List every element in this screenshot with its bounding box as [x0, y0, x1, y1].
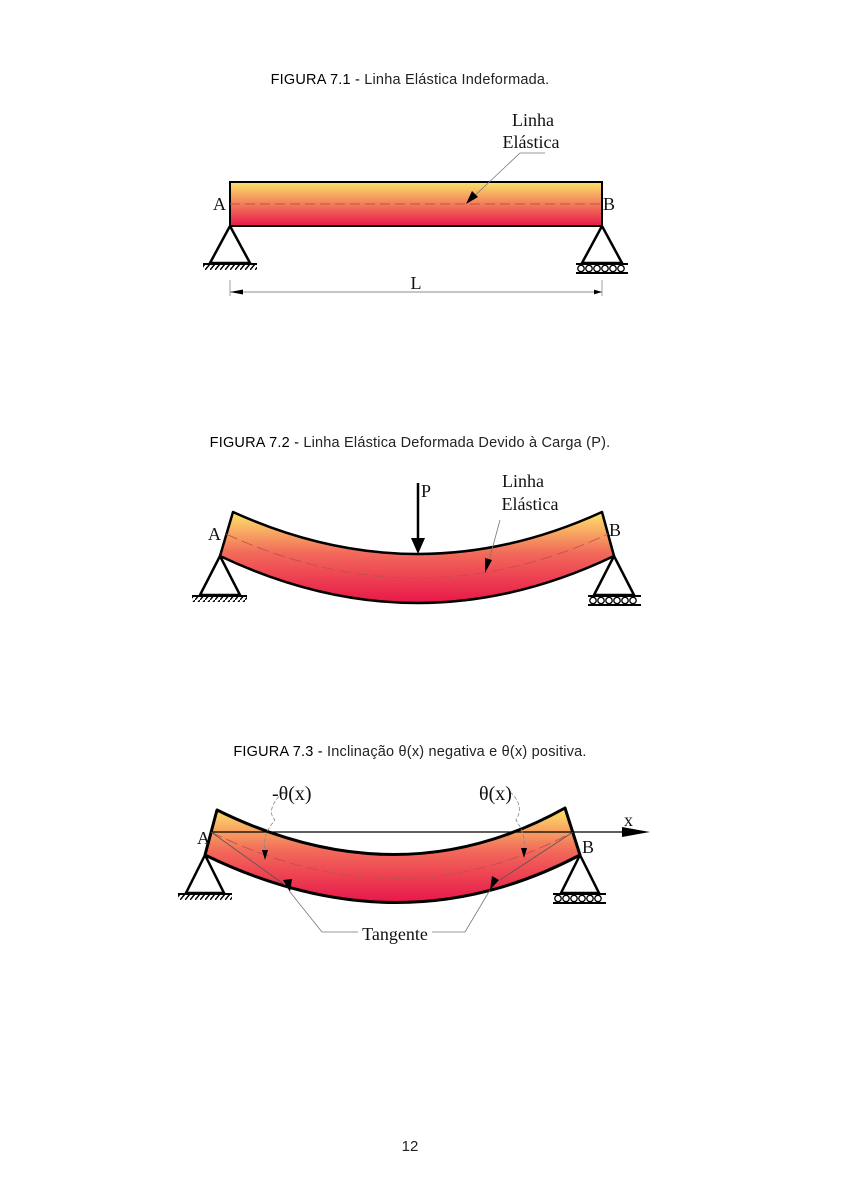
label-a: A	[208, 524, 221, 544]
label-elastica: Elástica	[503, 132, 560, 152]
leader-arrow-icon	[485, 558, 492, 573]
label-a: A	[213, 194, 226, 214]
figure-7-1-caption: FIGURA 7.1 - Linha Elástica Indeformada.	[270, 72, 550, 88]
label-b: B	[603, 194, 615, 214]
label-negative-theta: -θ(x)	[272, 783, 312, 805]
figure-7-2-caption: FIGURA 7.2 - Linha Elástica Deformada De…	[209, 435, 611, 451]
label-x-axis: x	[624, 810, 633, 830]
figure-7-3-caption: FIGURA 7.3 - Inclinação θ(x) negativa e …	[233, 744, 587, 760]
x-axis-arrow-icon	[622, 827, 650, 837]
roller-support	[579, 223, 625, 265]
label-b: B	[609, 520, 621, 540]
elastic-line	[225, 533, 609, 579]
load-arrow-head-icon	[411, 538, 425, 554]
leader-line	[467, 152, 545, 203]
label-tangent: Tangente	[362, 924, 428, 944]
label-load: P	[421, 481, 431, 501]
label-elastica: Elástica	[502, 494, 559, 514]
label-positive-theta: θ(x)	[479, 783, 512, 805]
figure-7-1: Linha Elástica A B L	[203, 110, 628, 296]
label-b: B	[582, 837, 594, 857]
pin-support	[207, 223, 253, 265]
label-linha: Linha	[502, 471, 544, 491]
figure-7-3: x -θ(x) θ(x) A B Tangente	[178, 783, 650, 944]
rollers	[553, 893, 606, 904]
rollers	[588, 595, 641, 606]
leader-arrow-icon	[466, 191, 478, 204]
label-length: L	[411, 273, 422, 293]
tangent-leader	[289, 891, 358, 933]
rollers	[576, 263, 628, 274]
label-a: A	[197, 828, 210, 848]
figure-7-2: P Linha Elástica A B	[192, 471, 641, 606]
ground-hatch	[203, 264, 257, 270]
angle-leader-right	[509, 791, 525, 849]
elastic-line	[210, 831, 574, 879]
tangent-line-left	[210, 831, 286, 886]
page-number: 12	[401, 1138, 419, 1155]
tangent-line-right	[499, 831, 574, 881]
angle-leader-left	[264, 791, 284, 851]
label-linha: Linha	[512, 110, 554, 130]
